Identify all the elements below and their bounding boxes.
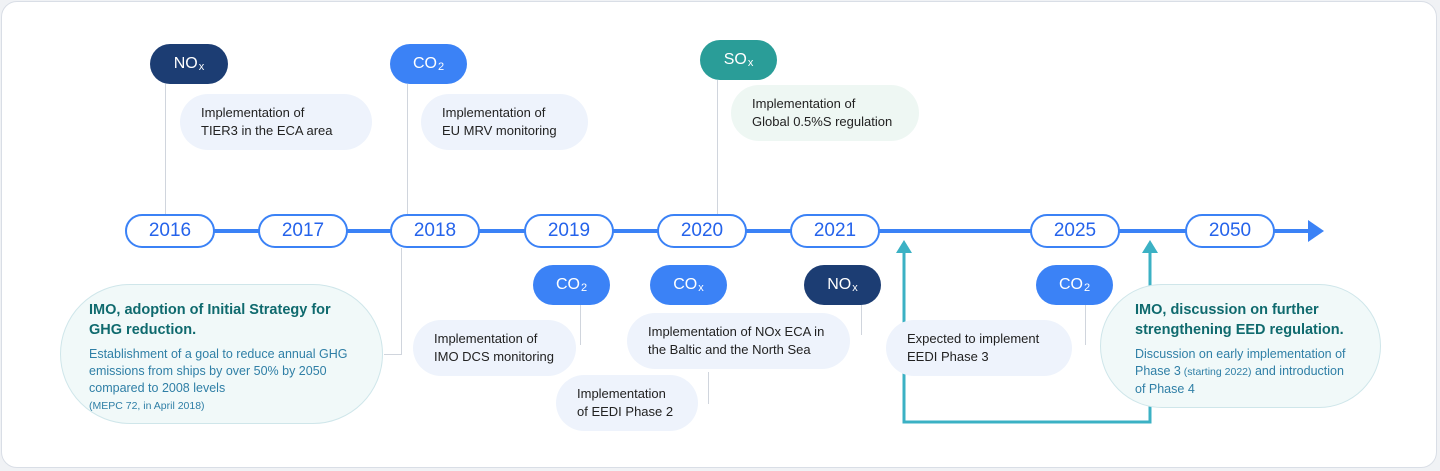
connector-line: [717, 80, 718, 214]
co2-tag: CO2: [390, 44, 467, 84]
connector-line: [384, 354, 402, 355]
connector-line: [401, 248, 402, 354]
year-2020: 2020: [657, 214, 747, 248]
co2-tag: CO2: [533, 265, 610, 305]
connector-line: [165, 84, 166, 214]
year-2019: 2019: [524, 214, 614, 248]
sox-tag: SOx: [700, 40, 777, 80]
co2-tag: CO2: [1036, 265, 1113, 305]
connector-line: [407, 84, 408, 214]
nox-tag: NOx: [804, 265, 881, 305]
year-2017: 2017: [258, 214, 348, 248]
nox-tag: NOx: [150, 44, 228, 84]
connector-line: [708, 372, 709, 404]
connector-line: [580, 305, 581, 345]
year-2025: 2025: [1030, 214, 1120, 248]
year-2021: 2021: [790, 214, 880, 248]
connector-line: [1085, 305, 1086, 345]
cox-tag: COx: [650, 265, 727, 305]
imo-strategy-body: Establishment of a goal to reduce annual…: [89, 347, 348, 412]
connector-line: [861, 305, 862, 335]
year-2050: 2050: [1185, 214, 1275, 248]
year-2016: 2016: [125, 214, 215, 248]
year-2018: 2018: [390, 214, 480, 248]
